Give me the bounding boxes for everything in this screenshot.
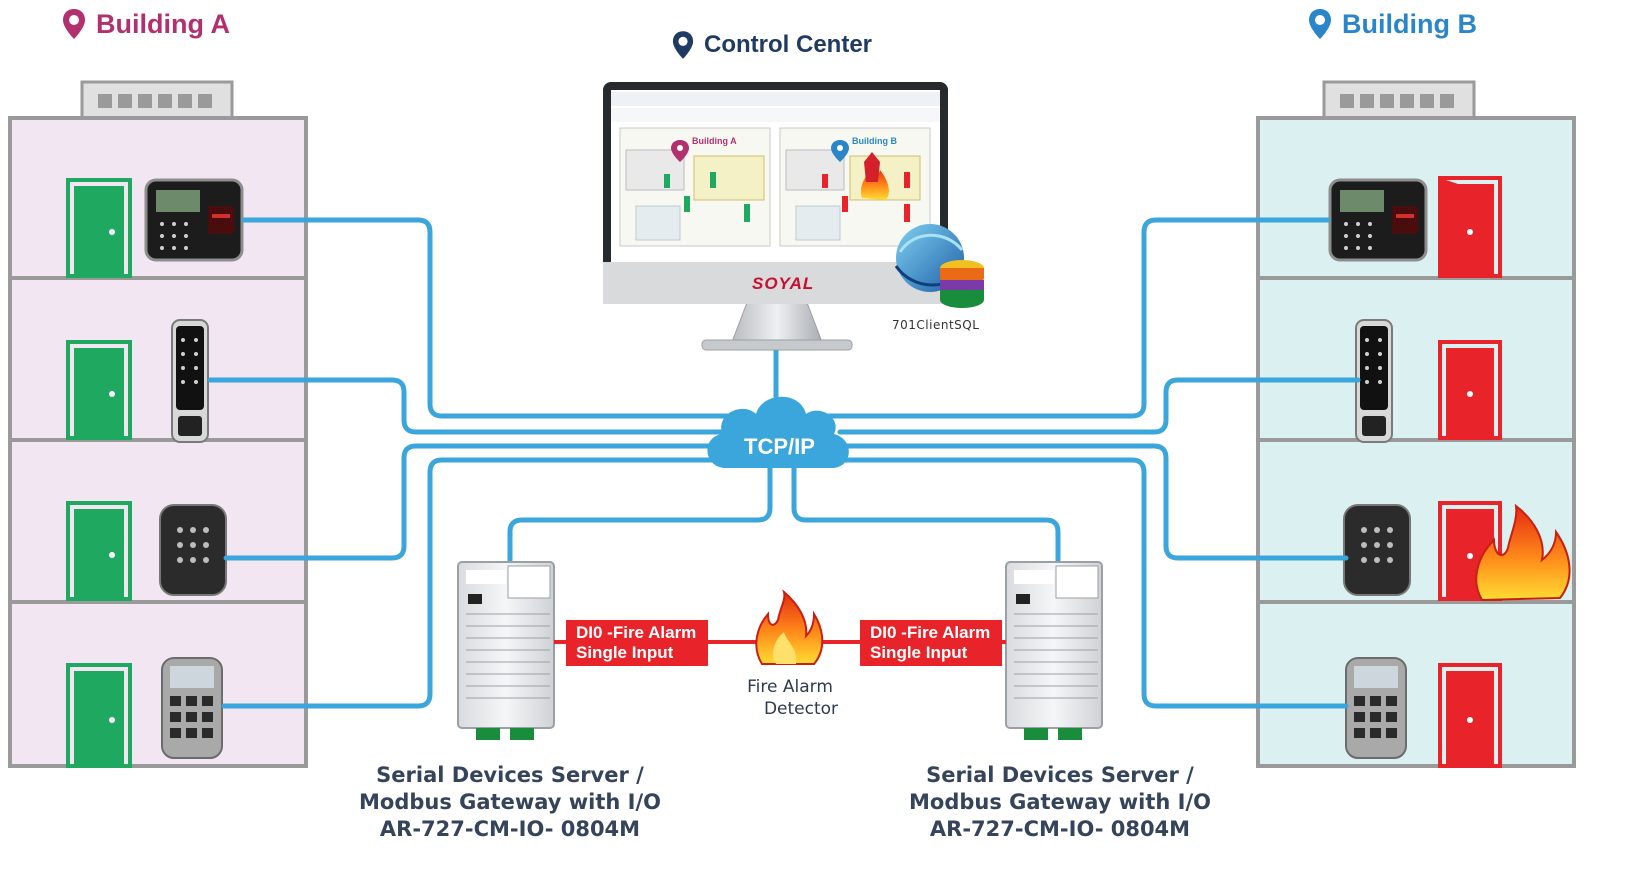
software-label: 701ClientSQL: [892, 318, 980, 332]
database-globe-icon: [894, 224, 984, 308]
network-cables: [207, 217, 1361, 709]
screen-tab-a-label: Building A: [692, 136, 737, 146]
gateway-caption-right: Serial Devices Server / Modbus Gateway w…: [890, 762, 1230, 843]
building-b-title-text: Building B: [1342, 8, 1477, 39]
building-a: [8, 80, 308, 768]
gateway-caption-left-line2: Modbus Gateway with I/O: [359, 790, 661, 814]
door-open-b1: [1438, 176, 1502, 278]
location-pin-icon: [672, 31, 694, 59]
alarm-box-right-line1: DI0 -Fire Alarm: [870, 623, 991, 642]
cable-a2: [207, 377, 733, 435]
screen-tab-b-label: Building B: [852, 136, 897, 146]
alarm-box-left-line1: DI0 -Fire Alarm: [576, 623, 697, 642]
alarm-box-left: DI0 -Fire Alarm Single Input: [566, 620, 708, 666]
cable-a3: [223, 443, 733, 561]
door-a4: [66, 663, 132, 768]
detector-label-line1: Fire Alarm: [747, 677, 833, 697]
location-pin-icon: [1309, 9, 1331, 39]
monitor-brand-logo: SOYAL: [752, 274, 815, 293]
building-a-title-text: Building A: [96, 8, 230, 39]
reader-slim-b2: [1355, 319, 1393, 443]
cable-a1: [241, 217, 763, 419]
alarm-box-right: DI0 -Fire Alarm Single Input: [860, 620, 1002, 666]
cable-gateway-left: [507, 465, 773, 563]
gateway-caption-left-line1: Serial Devices Server /: [376, 763, 644, 787]
reader-terminal-a1: [144, 178, 244, 262]
screen-pin-b-icon: [831, 140, 849, 162]
reader-slim-a2: [171, 319, 209, 443]
door-open-b4: [1438, 663, 1502, 768]
reader-metal-b4: [1345, 657, 1407, 759]
cable-b4: [827, 457, 1349, 709]
control-center-title: Control Center: [672, 30, 872, 60]
cable-a4: [221, 457, 743, 709]
detector-label-line2: Detector: [763, 699, 839, 719]
gateway-caption-left-line3: AR-727-CM-IO- 0804M: [379, 817, 641, 841]
gateway-device-left: [457, 561, 555, 740]
door-a3: [66, 501, 132, 601]
screen-floorplan-a: [619, 127, 771, 247]
screen-pin-a-icon: [671, 140, 689, 162]
cable-b2: [837, 377, 1361, 435]
fire-alarm-detector-icon: [755, 589, 824, 665]
reader-keypad-a3: [159, 504, 227, 596]
alarm-box-left-line2: Single Input: [576, 643, 674, 662]
gateway-caption-left: Serial Devices Server / Modbus Gateway w…: [340, 762, 680, 843]
reader-keypad-b3: [1343, 504, 1411, 596]
gateway-caption-right-line3: AR-727-CM-IO- 0804M: [929, 817, 1191, 841]
gateway-caption-right-line2: Modbus Gateway with I/O: [909, 790, 1211, 814]
cable-b1: [807, 217, 1331, 419]
control-center-title-text: Control Center: [704, 31, 872, 58]
fire-alarm-detector-label: Fire Alarm Detector: [720, 676, 860, 720]
building-b-title: Building B: [1308, 8, 1477, 40]
door-open-b2: [1438, 340, 1502, 440]
tcp-ip-label: TCP/IP: [744, 434, 815, 459]
door-a2: [66, 340, 132, 440]
cable-gateway-right: [791, 465, 1061, 563]
building-b: [1256, 80, 1576, 768]
gateway-caption-right-line1: Serial Devices Server /: [926, 763, 1194, 787]
location-pin-icon: [63, 9, 85, 39]
door-a1: [66, 178, 132, 278]
reader-metal-a4: [161, 657, 223, 759]
reader-terminal-b1: [1328, 178, 1428, 262]
control-center-monitor: [603, 82, 948, 351]
tcp-ip-cloud-icon: [707, 396, 849, 468]
fire-icon-building-b: [1475, 503, 1571, 602]
alarm-box-right-line2: Single Input: [870, 643, 968, 662]
screen-floorplan-b: [779, 127, 931, 247]
building-a-title: Building A: [62, 8, 230, 40]
gateway-device-right: [1005, 561, 1103, 740]
cable-b3: [837, 443, 1349, 561]
